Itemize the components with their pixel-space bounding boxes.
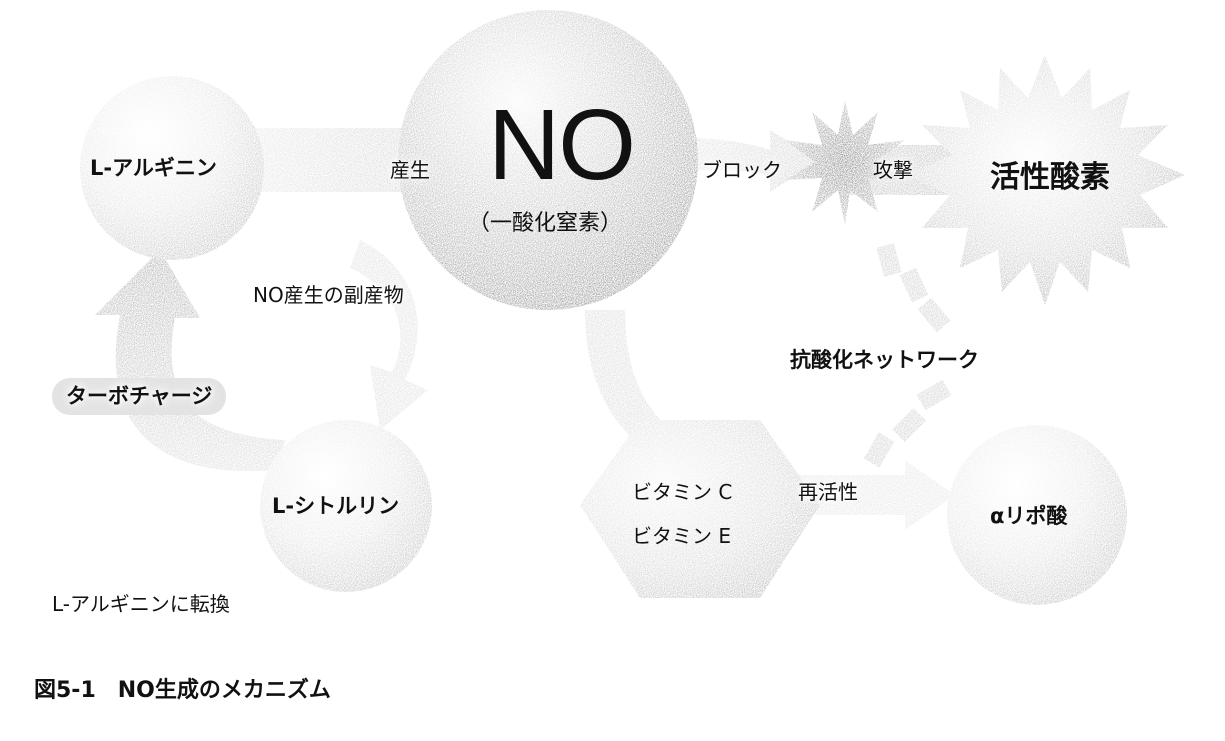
convert-label: L-アルギニンに転換 bbox=[52, 592, 230, 616]
alpha-lipoic-sphere bbox=[947, 425, 1127, 605]
produce-label: 産生 bbox=[390, 158, 430, 182]
turbocharge-label: ターボチャージ bbox=[52, 378, 227, 415]
block-burst bbox=[785, 100, 905, 225]
alpha-lipoic-label: αリポ酸 bbox=[990, 504, 1068, 528]
l-citrulline-label: L-シトルリン bbox=[272, 494, 400, 518]
vitamin-c-label: ビタミン C bbox=[632, 480, 733, 504]
active-oxygen-label: 活性酸素 bbox=[990, 160, 1110, 195]
byproduct-label: NO産生の副産物 bbox=[253, 283, 404, 307]
l-arginine-sphere bbox=[80, 76, 264, 260]
no-sphere bbox=[398, 10, 698, 310]
vitamin-e-label: ビタミン E bbox=[632, 524, 731, 548]
no-main-label: NO bbox=[488, 89, 636, 201]
l-citrulline-sphere bbox=[260, 420, 432, 592]
no-to-vitamin-band bbox=[585, 310, 665, 445]
vitamin-hexagon bbox=[580, 420, 820, 598]
reactivate-arrow bbox=[780, 460, 955, 530]
l-arginine-label: L-アルギニン bbox=[90, 156, 217, 180]
figure-caption: 図5-1 NO生成のメカニズム bbox=[34, 678, 331, 703]
reactivate-label: 再活性 bbox=[798, 480, 858, 504]
antioxidant-network-band bbox=[863, 243, 952, 468]
attack-label: 攻撃 bbox=[873, 158, 913, 182]
byproduct-arrow bbox=[350, 240, 428, 430]
no-sub-label: （一酸化窒素） bbox=[468, 211, 623, 236]
antioxidant-network-label: 抗酸化ネットワーク bbox=[790, 348, 979, 372]
active-oxygen-star bbox=[905, 55, 1185, 305]
produce-arrow bbox=[210, 112, 455, 208]
block-label: ブロック bbox=[702, 158, 782, 182]
turbocharge-arrow bbox=[95, 250, 285, 472]
